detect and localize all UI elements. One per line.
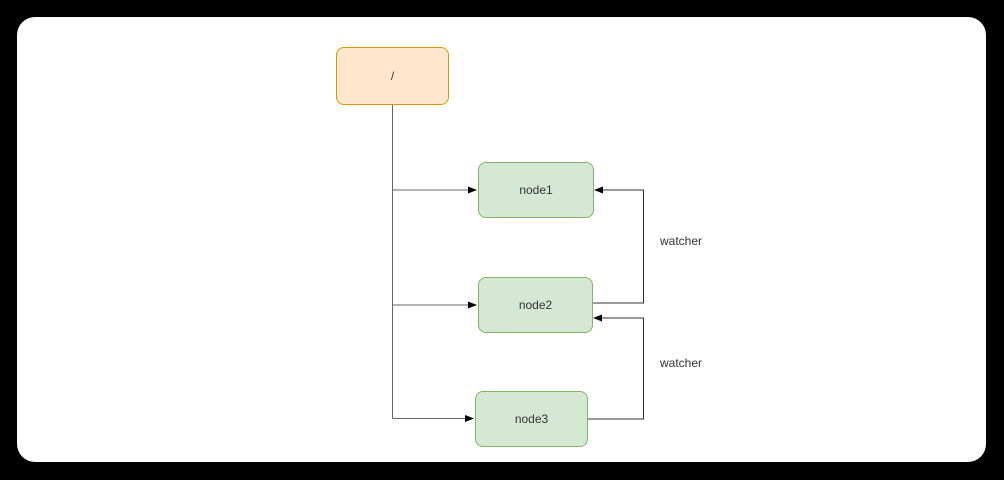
node-root-label: / xyxy=(390,69,395,83)
node-node3[interactable]: node3 xyxy=(475,391,588,447)
node-root[interactable]: / xyxy=(336,47,449,105)
watcher-label-2: watcher xyxy=(660,356,703,370)
node-node1[interactable]: node1 xyxy=(478,162,594,218)
watcher-label-1: watcher xyxy=(660,234,703,248)
edge-watcher-node2-to-node1 xyxy=(593,186,644,304)
node2-label: node2 xyxy=(518,298,553,312)
node-node2[interactable]: node2 xyxy=(478,277,593,333)
diagram-canvas: / node1 node2 node3 watcher watcher xyxy=(17,17,986,462)
edge-watcher-node3-to-node2 xyxy=(588,314,644,420)
node3-label: node3 xyxy=(514,412,549,426)
connector-layer xyxy=(392,105,644,422)
node1-label: node1 xyxy=(519,183,553,197)
